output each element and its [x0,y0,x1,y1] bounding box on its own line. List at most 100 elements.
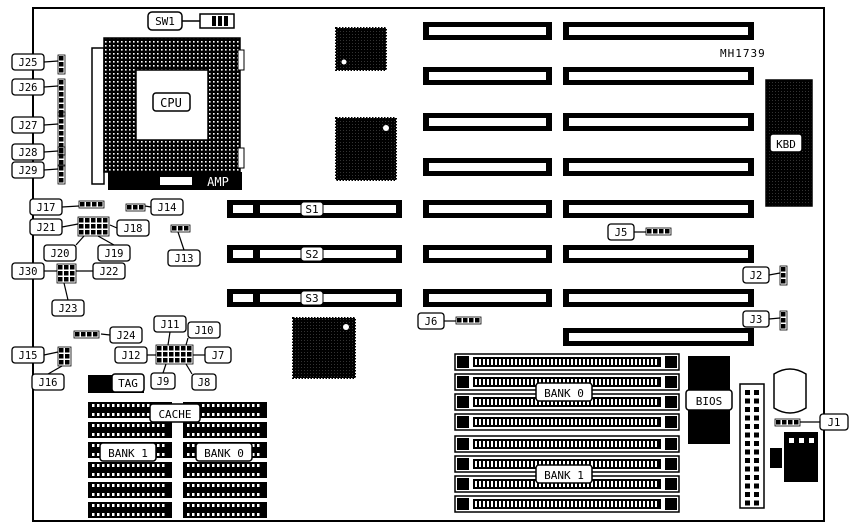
jumper-label-j5: J5 [615,227,628,239]
callout-j26: J26 [11,78,59,96]
kbd-label: KBD [776,138,796,151]
callout-j6: J6 [417,312,456,330]
connector-pin [754,415,759,421]
simm-socket-bank1-3 [454,475,680,493]
slot-s2-label: S2 [305,248,318,261]
callout-j16: J16 [31,365,65,391]
connector-pin [754,458,759,463]
connector-pin [754,441,759,446]
jumper-label-j24: J24 [117,330,136,342]
jumper-label-j20: J20 [51,248,70,260]
jumper-block-j22[interactable] [56,263,77,284]
simm-bank1-label: BANK 1 [544,469,584,482]
isa-slot-short-6 [423,245,552,263]
jumper-block-j2[interactable] [779,265,788,286]
jumper-label-j8: J8 [198,377,211,389]
connector-pin [745,475,750,480]
jumper-label-j23: J23 [59,303,78,315]
isa-slot-long-3 [563,113,754,131]
jumper-block-j14[interactable] [125,203,146,212]
simm-socket-bank1-1 [454,435,680,453]
cache-sram-left-5 [88,482,172,498]
jumper-block-j13[interactable] [170,224,191,233]
connector-pin [745,449,750,455]
cache-label: CACHE [158,408,191,421]
callout-j10: J10 [185,321,221,346]
jumper-block-j24[interactable] [73,330,100,339]
cache-sram-right-6 [183,502,267,518]
connector-pin [754,398,759,404]
jumper-block-j18[interactable] [77,216,110,237]
callout-j12: J12 [114,346,156,364]
jumper-label-j2: J2 [750,270,763,282]
cache-sram-right-5 [183,482,267,498]
isa-slot-short-7 [423,289,552,307]
callout-j30: J30 [11,262,57,280]
isa-slot-long-7 [563,289,754,307]
callout-j24: J24 [100,326,143,344]
cpu-label: CPU [160,96,182,110]
vlb-slot-s3: S3 [227,289,402,307]
slot-s1-label: S1 [305,203,318,216]
jumper-label-j10: J10 [195,325,214,337]
power-connector [770,432,818,482]
isa-slot-short-1 [423,22,552,40]
expansion-slots-left-column [423,22,552,307]
simm-socket-bank0-4 [454,413,680,431]
connector-pin [745,432,750,438]
jumper-label-j14: J14 [158,202,177,214]
callout-j7: J7 [193,346,232,364]
callout-j20: J20 [43,235,85,262]
isa-slot-short-3 [423,113,552,131]
connector-pin [745,415,750,421]
jumper-label-j17: J17 [37,202,56,214]
jumper-label-j13: J13 [175,253,194,265]
tag-label: TAG [118,377,138,390]
callout-j11: J11 [153,315,187,346]
cpu-socket: CPU AMP [91,37,245,190]
callout-j2: J2 [742,266,781,284]
jumper-block-j3[interactable] [779,310,788,331]
jumper-label-j22: J22 [100,266,119,278]
jumper-block-j15[interactable] [57,346,72,367]
connector-pin [745,398,750,404]
connector-pin [754,449,759,455]
callout-j17: J17 [29,198,80,216]
connector-pin [745,424,750,429]
connector-pin [745,492,750,497]
jumper-label-j19: J19 [105,248,124,260]
jumper-label-j1: J1 [828,417,841,429]
jumper-block-j29[interactable] [57,164,66,185]
connector-pin [754,475,759,480]
bios-label: BIOS [696,395,723,408]
cache-bank0-label: BANK 0 [204,447,244,460]
isa-slot-long-2 [563,67,754,85]
jumper-label-j6: J6 [425,316,438,328]
callout-j21: J21 [29,218,79,236]
callout-j3: J3 [742,310,781,328]
isa-slot-long-5 [563,200,754,218]
connector-pin [745,458,750,463]
jumper-pin-blocks [56,54,801,427]
sw1-switch: SW1 [147,11,235,31]
simm-socket-bank1-4 [454,495,680,513]
simm-socket-bank1-2 [454,455,680,473]
callout-j1: J1 [800,413,849,431]
sw1-label: SW1 [155,15,175,28]
jumper-label-j12: J12 [122,350,141,362]
callout-j22: J22 [76,262,126,280]
callout-j18: J18 [109,219,150,237]
jumper-label-j7: J7 [212,350,225,362]
connector-pin [754,432,759,438]
bios-chip: BIOS [685,356,733,444]
connector-pin [754,492,759,497]
keyboard-connector: KBD [765,79,813,207]
jumper-label-j3: J3 [750,314,763,326]
simm-bank0-label: BANK 0 [544,387,584,400]
connector-pin [745,441,750,446]
callout-j19: J19 [97,235,131,262]
jumper-block-j25[interactable] [57,54,66,75]
jumper-block-j17[interactable] [78,200,105,209]
